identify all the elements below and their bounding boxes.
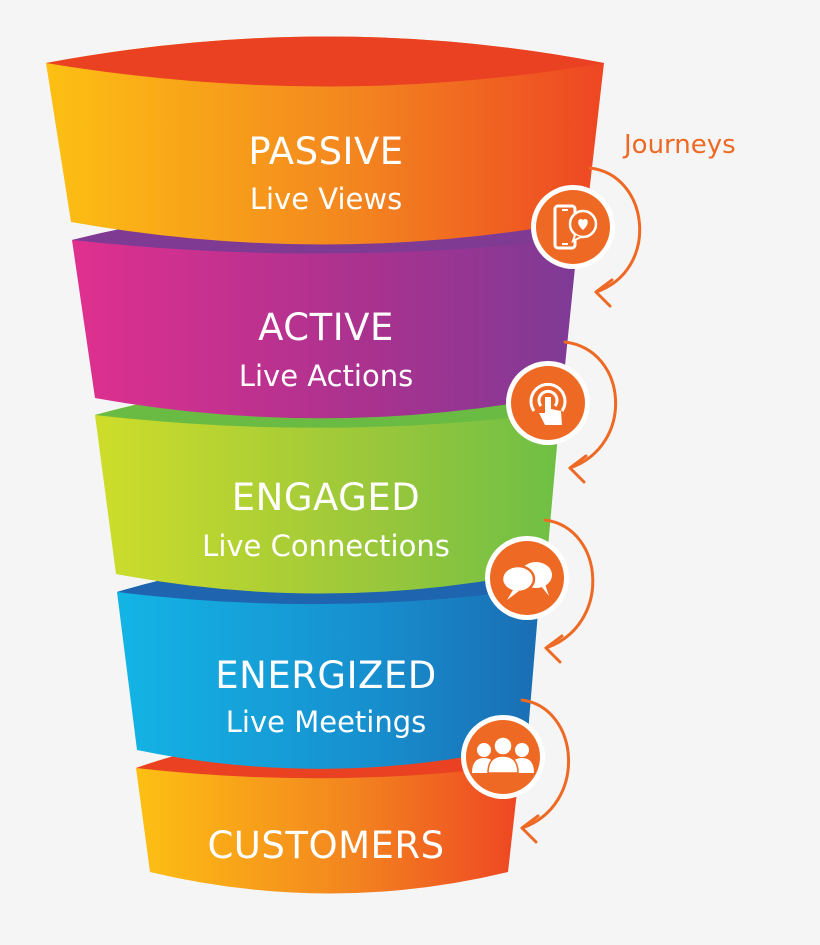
funnel-stage-passive: PASSIVE Live Views (46, 36, 604, 245)
stage-title-energized: ENERGIZED (215, 654, 436, 697)
stage-title-customers: CUSTOMERS (207, 824, 444, 867)
stage-title-active: ACTIVE (258, 306, 394, 349)
smartphone-heart-icon (531, 185, 615, 269)
journey-arrow-3 (543, 518, 595, 650)
touch-tap-icon (506, 361, 590, 445)
stage-subtitle-passive: Live Views (250, 182, 402, 216)
journey-arrow-2 (563, 340, 617, 470)
journeys-label: Journeys (622, 130, 736, 160)
stage-title-engaged: ENGAGED (232, 476, 420, 519)
people-group-icon (461, 715, 545, 799)
stage-subtitle-active: Live Actions (239, 359, 413, 393)
journey-arrow-4 (520, 698, 570, 830)
stage-title-passive: PASSIVE (248, 130, 403, 173)
stage-subtitle-energized: Live Meetings (226, 705, 426, 739)
journey-arrow-1 (588, 166, 642, 294)
stage-subtitle-engaged: Live Connections (202, 529, 450, 563)
chat-bubbles-icon (485, 536, 569, 620)
journey-arrows (520, 166, 642, 844)
